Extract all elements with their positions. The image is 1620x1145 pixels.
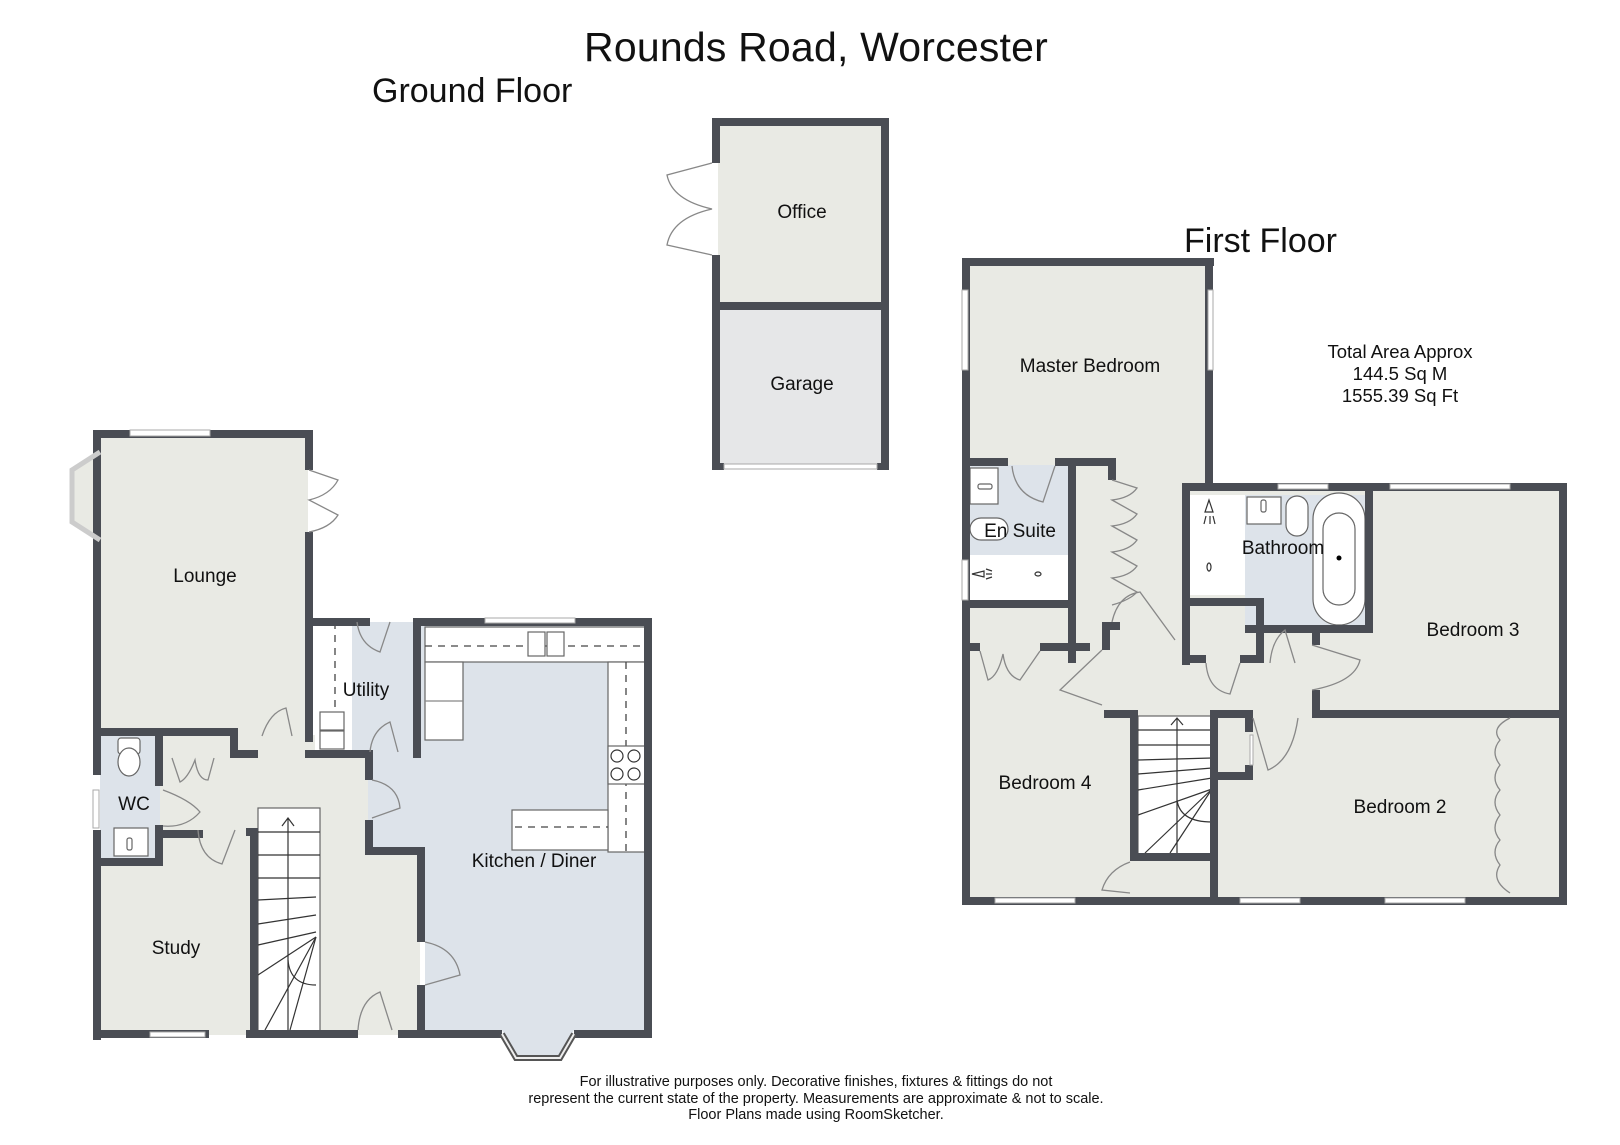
stairs-icon [257,807,321,1034]
bathroom-shower [1190,495,1245,595]
shower-icon [971,568,993,580]
room-label-bathroom: Bathroom [1241,538,1325,559]
sink-icon [527,631,546,657]
room-label-bedroom-2: Bedroom 2 [1353,797,1447,818]
office-floor [718,124,883,302]
garage-floor [718,310,883,465]
disclaimer-line-2: represent the current state of the prope… [528,1090,1104,1107]
total-area-label: Total Area Approx [1327,341,1473,362]
room-label-kitchen-diner: Kitchen / Diner [471,851,597,872]
first-floor-label: First Floor [1184,222,1337,260]
ground-floor-plan [69,429,652,1061]
ground-floor-label: Ground Floor [372,72,573,110]
door-swing-icon [666,162,713,256]
shower-icon [1203,498,1216,525]
room-label-garage: Garage [770,374,834,395]
plan-title: Rounds Road, Worcester [584,24,1048,70]
disclaimer-line-1: For illustrative purposes only. Decorati… [579,1074,1053,1090]
door-swing-icon [162,469,461,1031]
room-label-study: Study [151,938,201,959]
bathroom-toilet-icon [1285,495,1309,537]
outbuilding-plan [666,118,889,470]
room-label-en-suite: En Suite [984,521,1056,542]
room-label-master-bedroom: Master Bedroom [1019,356,1161,377]
utility-sink-icon [319,711,345,731]
ensuite-shower [968,555,1068,603]
lounge-floor [72,438,308,735]
disclaimer: For illustrative purposes only. Decorati… [0,1074,1620,1124]
stairs-icon [1137,715,1213,857]
room-label-office: Office [777,202,827,223]
room-label-bedroom-4: Bedroom 4 [998,773,1092,794]
room-label-lounge: Lounge [173,566,237,587]
total-area-sqm: 144.5 Sq M [1352,363,1448,384]
utility-floor [352,622,417,757]
total-area-sqft: 1555.39 Sq Ft [1341,385,1459,406]
room-label-bedroom-3: Bedroom 3 [1426,620,1520,641]
study-floor [100,865,250,1035]
room-label-wc: WC [118,794,150,815]
first-floor-plan [961,258,1567,905]
window-icon [961,289,969,371]
disclaimer-line-3: Floor Plans made using RoomSketcher. [688,1107,944,1123]
door-swing-icon [979,465,1511,894]
room-label-utility: Utility [342,680,390,701]
window-icon [69,449,102,543]
kitchen-island [511,809,609,851]
total-area-summary: Total Area Approx 144.5 Sq M 1555.39 Sq … [1327,341,1472,407]
